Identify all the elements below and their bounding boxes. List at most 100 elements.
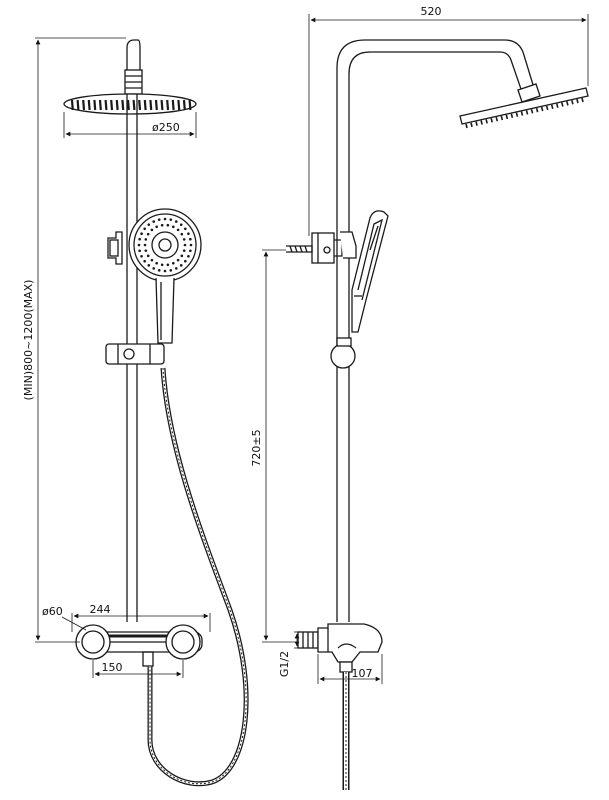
- hand-shower-nozzle: [183, 243, 187, 247]
- hand-shower-nozzle: [166, 223, 170, 227]
- hand-shower-nozzle: [169, 218, 173, 221]
- hand-shower-nozzle: [172, 261, 175, 265]
- hand-shower-nozzle: [144, 249, 148, 252]
- hand-shower-nozzle: [138, 237, 141, 241]
- side-head-nozzles: [465, 97, 584, 129]
- side-head-nozzle: [561, 102, 564, 107]
- slider-bracket: [105, 343, 165, 365]
- hand-shower-nozzle: [160, 263, 164, 267]
- front-labels: ø250 (MIN)800~1200(MAX) 244 ø60 150: [22, 121, 180, 674]
- overhead-nozzle: [82, 99, 86, 111]
- hand-shower-nozzle: [138, 249, 141, 253]
- hand-shower-nozzle: [140, 232, 143, 236]
- front-dimensions: [35, 37, 211, 678]
- side-head-nozzle: [485, 119, 488, 124]
- side-slider-knob: [330, 343, 356, 369]
- hand-shower-nozzle: [150, 228, 154, 232]
- side-head-nozzle: [505, 114, 509, 120]
- wall-bracket: [311, 232, 335, 264]
- hand-shower-nozzle: [137, 243, 141, 247]
- overhead-nozzle: [177, 99, 181, 111]
- front-view: [63, 39, 249, 787]
- hand-shower-nozzle: [143, 227, 146, 231]
- hand-shower-nozzle: [179, 264, 183, 267]
- hand-shower-nozzle: [146, 232, 150, 236]
- height-range-label: (MIN)800~1200(MAX): [22, 280, 35, 401]
- head-diameter-label: ø250: [152, 121, 180, 134]
- hand-shower-nozzle: [166, 263, 170, 267]
- side-head-nozzle: [581, 97, 584, 103]
- hand-shower-nozzle: [187, 254, 190, 258]
- hand-shower-nozzle: [152, 220, 156, 223]
- overhead-nozzle: [115, 99, 119, 111]
- hand-shower-nozzle: [157, 269, 161, 272]
- overhead-nozzle: [171, 99, 175, 111]
- hand-shower-nozzle: [179, 223, 183, 226]
- hand-shower-nozzle: [182, 249, 186, 252]
- side-head-nozzle: [495, 117, 499, 122]
- side-head-nozzle: [530, 109, 534, 114]
- side-head-nozzle: [490, 118, 493, 123]
- overhead-nozzle: [93, 99, 97, 111]
- hand-shower-nozzle: [189, 249, 192, 253]
- overhead-nozzle: [132, 99, 136, 111]
- side-head-nozzle: [470, 122, 473, 128]
- side-head-nozzle: [525, 110, 529, 115]
- overhead-nozzle: [87, 99, 91, 111]
- hand-shower-nozzle: [180, 232, 184, 236]
- side-head-nozzle: [510, 113, 514, 119]
- overhead-nozzle: [149, 99, 153, 111]
- hand-shower-nozzle: [189, 243, 193, 247]
- hand-shower-nozzle: [143, 243, 147, 247]
- arm-reach-label: 520: [421, 5, 442, 18]
- side-head-nozzle: [550, 104, 554, 109]
- side-head-nozzle: [571, 100, 574, 105]
- hand-shower-nozzle: [163, 269, 167, 273]
- overhead-nozzle: [160, 99, 164, 111]
- side-view: [286, 39, 589, 790]
- side-head-nozzle: [545, 105, 549, 111]
- hand-shower-nozzle: [140, 254, 143, 258]
- hand-shower-nozzle: [163, 217, 167, 221]
- overhead-nozzle: [154, 99, 158, 111]
- side-riser-and-arm: [336, 39, 535, 622]
- side-head-nozzle: [556, 103, 559, 108]
- hose-front: [147, 367, 249, 787]
- front-top-elbow: [126, 39, 141, 70]
- hand-shower-nozzle: [144, 238, 148, 241]
- mixer-width-label: 244: [90, 603, 111, 616]
- side-arm-swivel: [517, 83, 541, 103]
- hand-shower-nozzle: [155, 261, 158, 265]
- wall-screw: [286, 245, 313, 253]
- hand-shower-nozzle: [176, 228, 180, 232]
- overhead-nozzle: [188, 99, 192, 111]
- overhead-nozzle: [143, 99, 147, 111]
- overhead-nozzle: [98, 99, 102, 111]
- overhead-nozzle: [70, 99, 74, 111]
- hand-shower-nozzle: [174, 220, 178, 223]
- mixer-depth-label: 107: [352, 667, 373, 680]
- hand-shower-nozzle: [160, 223, 164, 227]
- overhead-nozzle: [110, 99, 114, 111]
- overhead-nozzle: [104, 99, 108, 111]
- hand-shower-nozzle: [147, 223, 151, 226]
- side-head-nozzle: [535, 107, 539, 113]
- hand-shower-nozzle: [184, 259, 187, 263]
- side-labels: 520 720±5 G1/2 107: [250, 5, 442, 680]
- hand-shower-nozzle: [147, 264, 151, 267]
- overhead-nozzle: [121, 99, 125, 111]
- side-head-nozzle: [515, 112, 519, 117]
- overhead-nozzles: [70, 99, 192, 111]
- hand-shower-nozzle: [143, 259, 146, 263]
- side-outlet: [339, 661, 353, 673]
- hand-shower-side: [351, 210, 389, 333]
- hand-shower-nozzle: [172, 225, 175, 229]
- hand-shower-nozzle: [187, 232, 190, 236]
- side-dimensions: [262, 14, 589, 684]
- overhead-nozzle: [166, 99, 170, 111]
- hand-shower-nozzle: [174, 267, 178, 270]
- hand-shower-nozzle: [182, 238, 186, 241]
- inlet-spacing-label: 150: [102, 661, 123, 674]
- hand-shower-handle: [155, 277, 175, 344]
- mixer-diameter-label: ø60: [42, 605, 63, 618]
